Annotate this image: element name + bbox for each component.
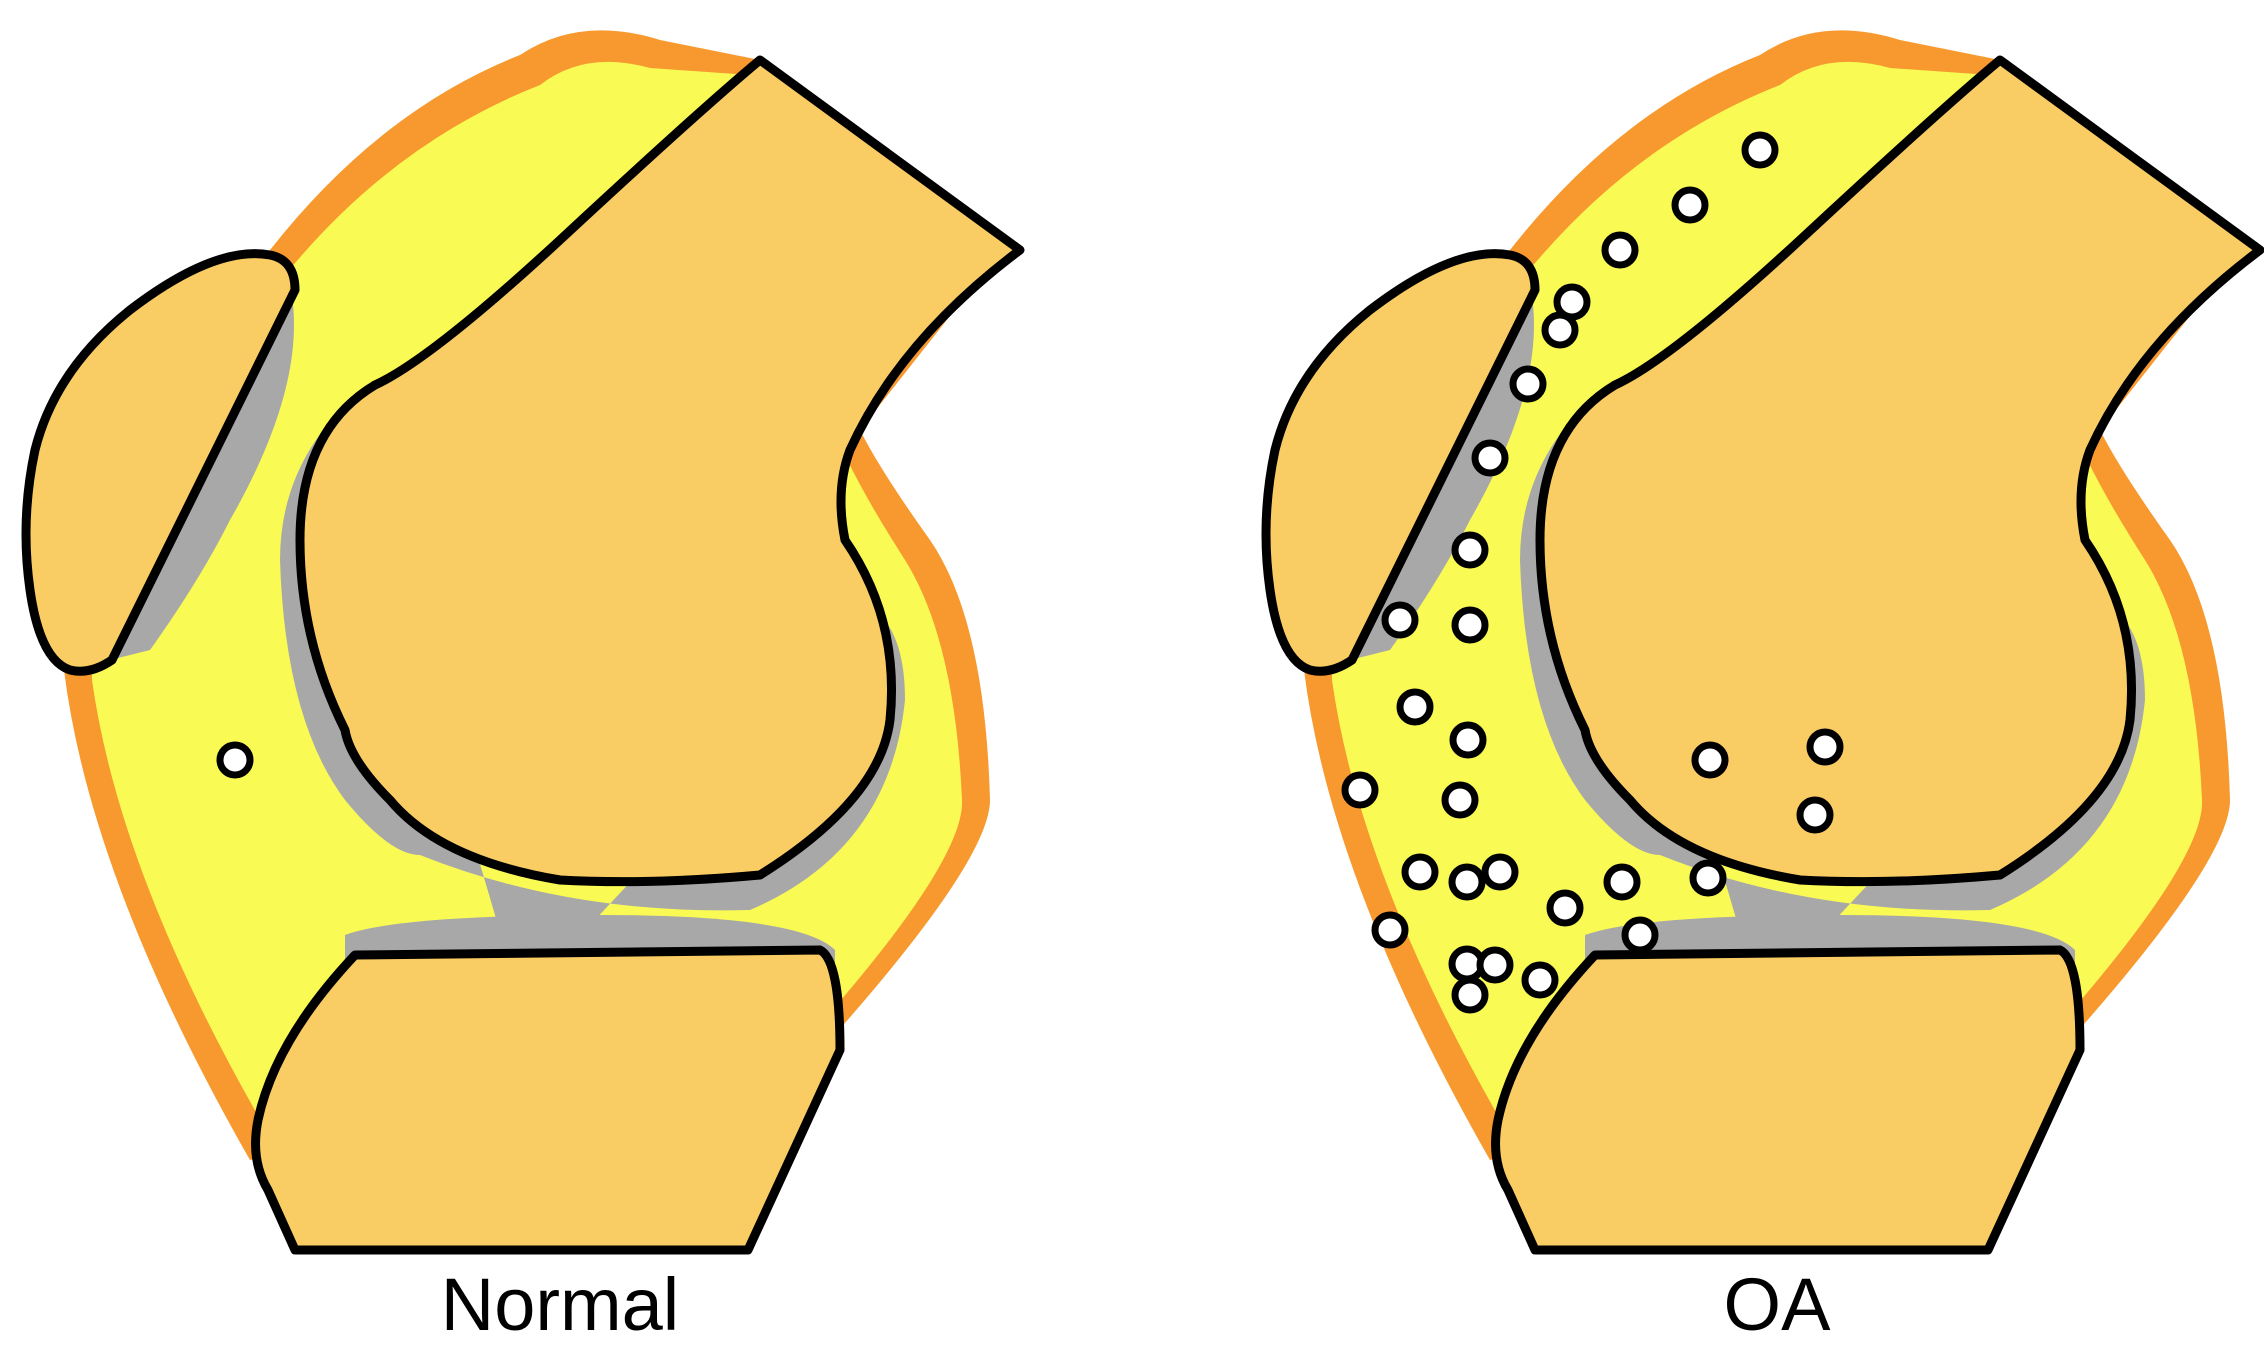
synovial-cell (1521, 961, 1559, 999)
synovial-cell (1741, 131, 1779, 169)
oa-label: OA (1724, 1263, 1832, 1346)
synovial-cell (1691, 741, 1729, 779)
synovial-cell (1451, 976, 1489, 1014)
synovial-cell (1509, 365, 1547, 403)
synovial-cell (1476, 946, 1514, 984)
synovial-cell (1601, 231, 1639, 269)
synovial-cell (1806, 728, 1844, 766)
synovial-cell (1603, 863, 1641, 901)
normal-label: Normal (441, 1263, 679, 1346)
synovial-cell (1449, 721, 1487, 759)
synovial-cell (1621, 916, 1659, 954)
synovial-cell (1546, 889, 1584, 927)
synovial-cell (1481, 853, 1519, 891)
normal-cell-group (216, 741, 254, 779)
synovial-cell (1448, 863, 1486, 901)
normal-knee-panel (26, 30, 1020, 1250)
synovial-cell (1796, 796, 1834, 834)
synovial-cell (1471, 439, 1509, 477)
oa-knee-panel (1266, 30, 2260, 1250)
synovial-cell (1441, 781, 1479, 819)
synovial-cell (1451, 531, 1489, 569)
synovial-cell (1341, 771, 1379, 809)
synovial-cell (1401, 853, 1439, 891)
synovial-cell (1451, 606, 1489, 644)
synovial-cell (1381, 601, 1419, 639)
oa-cell-group (1341, 131, 1844, 1014)
synovial-cell (1671, 186, 1709, 224)
synovial-cell (216, 741, 254, 779)
synovial-cell (1371, 911, 1409, 949)
synovial-cell (1689, 859, 1727, 897)
synovial-cell (1396, 688, 1434, 726)
synovial-cell (1541, 311, 1579, 349)
